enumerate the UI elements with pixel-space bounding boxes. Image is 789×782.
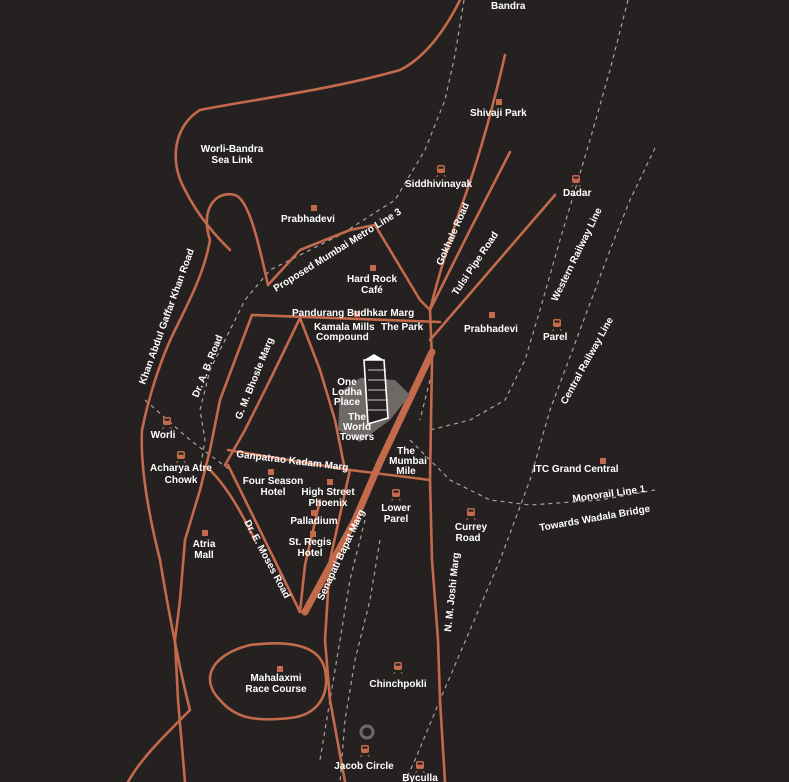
worli-loop [126, 192, 270, 782]
label-acharya: Chowk [165, 475, 198, 486]
marker-square-icon [310, 531, 316, 537]
road-label-khan-abdul: Khan Abdul Gaffar Khan Road [137, 247, 196, 386]
train-station-icon [552, 318, 562, 332]
train-station-icon [415, 760, 425, 774]
marker-square-icon [268, 469, 274, 475]
label-the-park: The Park [381, 322, 424, 333]
lodha-zone [338, 354, 410, 442]
label-lower-parel: Parel [384, 514, 409, 525]
label-prabhadevi: Prabhadevi [281, 214, 335, 225]
marker-square-icon [354, 311, 360, 317]
label-prabhadevi-east: Prabhadevi [464, 324, 518, 335]
label-four-season: Hotel [261, 487, 286, 498]
label-lodha: One [337, 377, 357, 388]
label-high-street: Phoenix [309, 498, 348, 509]
label-shivaji-park: Shivaji Park [470, 108, 527, 119]
label-sea-link: Sea Link [211, 155, 253, 166]
road-label-ab-road: Dr. A. B. Road [191, 334, 226, 400]
label-worli: Worli [151, 430, 176, 441]
marker-square-icon [489, 312, 495, 318]
train-station-icon [176, 450, 186, 464]
sea-link-road [174, 0, 462, 252]
label-mahalaxmi: Mahalaxmi [250, 673, 301, 684]
label-world-towers: World [343, 422, 371, 433]
marker-square-icon [370, 265, 376, 271]
train-station-icon [393, 661, 403, 675]
senapati-bapat-main-road [301, 348, 436, 616]
marker-square-icon [496, 99, 502, 105]
label-st-regis: St. Regis [289, 537, 332, 548]
road-network [126, 0, 557, 782]
label-four-season: Four Season [243, 476, 304, 487]
circle-icon [359, 724, 375, 740]
label-parel: Parel [543, 332, 568, 343]
road-label-wadala: Towards Wadala Bridge [539, 504, 652, 534]
label-siddhivinayak: Siddhivinayak [405, 179, 473, 190]
label-kamala-mills: Kamala Mills [314, 322, 375, 333]
road-label-central: Central Railway Line [559, 315, 616, 406]
label-bandra: Bandra [491, 1, 526, 12]
label-atria: Atria [193, 539, 216, 550]
label-sea-link: Worli-Bandra [201, 144, 264, 155]
label-hard-rock: Hard Rock [347, 274, 397, 285]
label-acharya: Acharya Atre [150, 463, 212, 474]
road-label-pandurang: Pandurang Budhkar Marg [292, 308, 414, 319]
label-chinchpokli: Chinchpokli [369, 679, 426, 690]
label-mumbai-mile: Mumbai [389, 456, 427, 467]
road-label-nm-joshi: N. M. Joshi Marg [443, 552, 462, 632]
road-label-moses: Dr. E. Moses Road [241, 518, 292, 600]
label-currey-road: Road [456, 533, 481, 544]
label-palladium: Palladium [290, 516, 337, 527]
label-mumbai-mile: Mile [396, 466, 416, 477]
train-station-icon [436, 164, 446, 178]
road-label-monorail: Monorail Line 1 [572, 484, 647, 505]
poi-markers [162, 99, 606, 774]
label-world-towers: The [348, 412, 366, 423]
train-station-icon [466, 507, 476, 521]
label-lodha: Place [334, 397, 361, 408]
label-jacob-circle: Jacob Circle [334, 761, 394, 772]
label-kamala-mills: Compound [316, 332, 369, 343]
label-lodha: Lodha [332, 387, 362, 398]
train-station-icon [162, 416, 172, 430]
train-station-icon [360, 744, 370, 758]
label-world-towers: Towers [340, 432, 375, 443]
marker-square-icon [202, 530, 208, 536]
label-itc: ITC Grand Central [533, 464, 619, 475]
label-atria: Mall [194, 550, 214, 561]
label-mahalaxmi: Race Course [245, 684, 307, 695]
train-station-icon [391, 488, 401, 502]
road-labels: Proposed Mumbai Metro Line 3 Gokhale Roa… [137, 201, 651, 632]
marker-square-icon [311, 510, 317, 516]
label-lower-parel: Lower [381, 503, 411, 514]
label-st-regis: Hotel [298, 548, 323, 559]
marker-square-icon [311, 205, 317, 211]
road-label-western: Western Railway Line [550, 206, 605, 303]
place-labels: Bandra Shivaji Park Worli-Bandra Sea Lin… [150, 1, 619, 782]
label-mumbai-mile: The [397, 446, 415, 457]
label-hard-rock: Café [361, 285, 383, 296]
marker-square-icon [327, 479, 333, 485]
label-high-street: High Street [301, 487, 355, 498]
race-course-road [208, 641, 328, 721]
marker-square-icon [600, 458, 606, 464]
road-label-ganpatrao: Ganpatrao Kadam Marg [236, 449, 349, 474]
label-dadar: Dadar [563, 188, 591, 199]
label-currey-road: Currey [455, 522, 488, 533]
rail-lines [144, 0, 656, 782]
marker-square-icon [277, 666, 283, 672]
label-byculla: Byculla [402, 773, 438, 782]
